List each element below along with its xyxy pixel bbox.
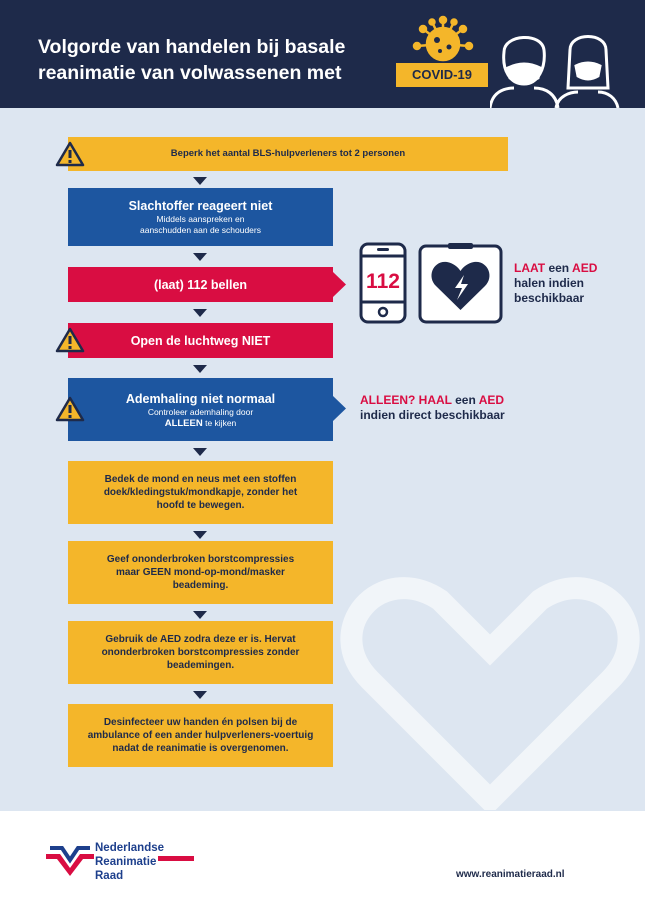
call-112-box: (laat) 112 bellen — [68, 267, 333, 302]
breathing-subtext-line1: Controleer ademhaling door — [147, 406, 254, 417]
phone-icon — [359, 242, 407, 324]
alone-aed-aed: AED — [478, 393, 505, 407]
no-response-box: Slachtoffer reageert niet Middels aanspr… — [68, 188, 333, 246]
flow-arrow — [193, 448, 207, 456]
warning-icon — [55, 141, 85, 167]
breathing-box-pointer — [333, 396, 346, 421]
use-aed-text: Gebruik de AED zodra deze er is. Hervat … — [101, 634, 300, 671]
airway-box: Open de luchtweg NIET — [68, 323, 333, 358]
aed-heart-icon — [418, 243, 503, 324]
alone-aed-rest: indien direct beschikbaar — [360, 408, 505, 422]
warning-icon — [55, 327, 85, 353]
airway-text: Open de luchtweg NIET — [130, 333, 271, 348]
flow-arrow — [193, 691, 207, 699]
fetch-aed-aed: AED — [572, 261, 598, 275]
flow-arrow — [193, 531, 207, 539]
disinfect-text: Desinfecteer uw handen én polsen bij de … — [87, 717, 314, 754]
alone-aed-mid: een — [455, 393, 476, 407]
compressions-box: Geef ononderbroken borstcompressies maar… — [68, 541, 333, 604]
breathing-subtext-line2: ALLEEN te kijken — [165, 418, 237, 429]
limit-responders-text: Beperk het aantal BLS-hulpverleners tot … — [170, 148, 406, 159]
flow-arrow — [193, 611, 207, 619]
website-link[interactable]: www.reanimatieraad.nl — [456, 869, 565, 880]
call-112-text: (laat) 112 bellen — [153, 277, 248, 292]
fetch-aed-mid: een — [548, 261, 570, 275]
fetch-aed-rest: halen indien beschikbaar — [514, 276, 585, 305]
no-response-subtext: Middels aanspreken en aanschudden aan de… — [140, 214, 261, 235]
logo-red-bar — [158, 856, 194, 861]
virus-icon — [412, 15, 474, 62]
footer — [0, 811, 645, 913]
logo-line2: Reanimatie — [95, 856, 157, 868]
nrr-logo-icon — [46, 846, 94, 876]
breathing-title: Ademhaling niet normaal — [125, 391, 276, 406]
fetch-aed-highlight: LAAT — [514, 261, 546, 275]
covid-badge: COVID-19 — [396, 63, 488, 87]
flow-arrow — [193, 365, 207, 373]
alone-aed-highlight: ALLEEN? HAAL — [360, 393, 452, 407]
fetch-aed-text: LAAT een AED halen indien beschikbaar — [514, 261, 614, 306]
breathing-subtext-strong: ALLEEN — [164, 417, 203, 429]
breathing-subtext-end: te kijken — [205, 417, 237, 428]
flow-arrow — [193, 309, 207, 317]
logo-line3: Raad — [95, 870, 124, 882]
page-title: Volgorde van handelen bij basale reanima… — [38, 36, 346, 84]
breathing-box: Ademhaling niet normaal Controleer ademh… — [68, 378, 333, 441]
masked-people-icon — [490, 35, 620, 108]
no-response-title: Slachtoffer reageert niet — [128, 199, 273, 213]
header-banner — [0, 0, 645, 108]
cover-mouth-box: Bedek de mond en neus met een stoffen do… — [68, 461, 333, 524]
disinfect-box: Desinfecteer uw handen én polsen bij de … — [68, 704, 333, 767]
phone-number: 112 — [366, 270, 400, 293]
cover-mouth-text: Bedek de mond en neus met een stoffen do… — [103, 474, 298, 511]
nrr-logo-text: Nederlandse Reanimatie Raad — [95, 841, 164, 883]
compressions-text: Geef ononderbroken borstcompressies maar… — [106, 554, 295, 591]
call-box-pointer — [333, 272, 346, 297]
limit-responders-box: Beperk het aantal BLS-hulpverleners tot … — [68, 137, 508, 171]
heart-decoration — [340, 577, 640, 810]
warning-icon — [55, 396, 85, 422]
flow-arrow — [193, 177, 207, 185]
logo-line1: Nederlandse — [95, 842, 165, 854]
flow-arrow — [193, 253, 207, 261]
alone-aed-text: ALLEEN? HAAL een AED indien direct besch… — [360, 393, 530, 423]
use-aed-box: Gebruik de AED zodra deze er is. Hervat … — [68, 621, 333, 684]
